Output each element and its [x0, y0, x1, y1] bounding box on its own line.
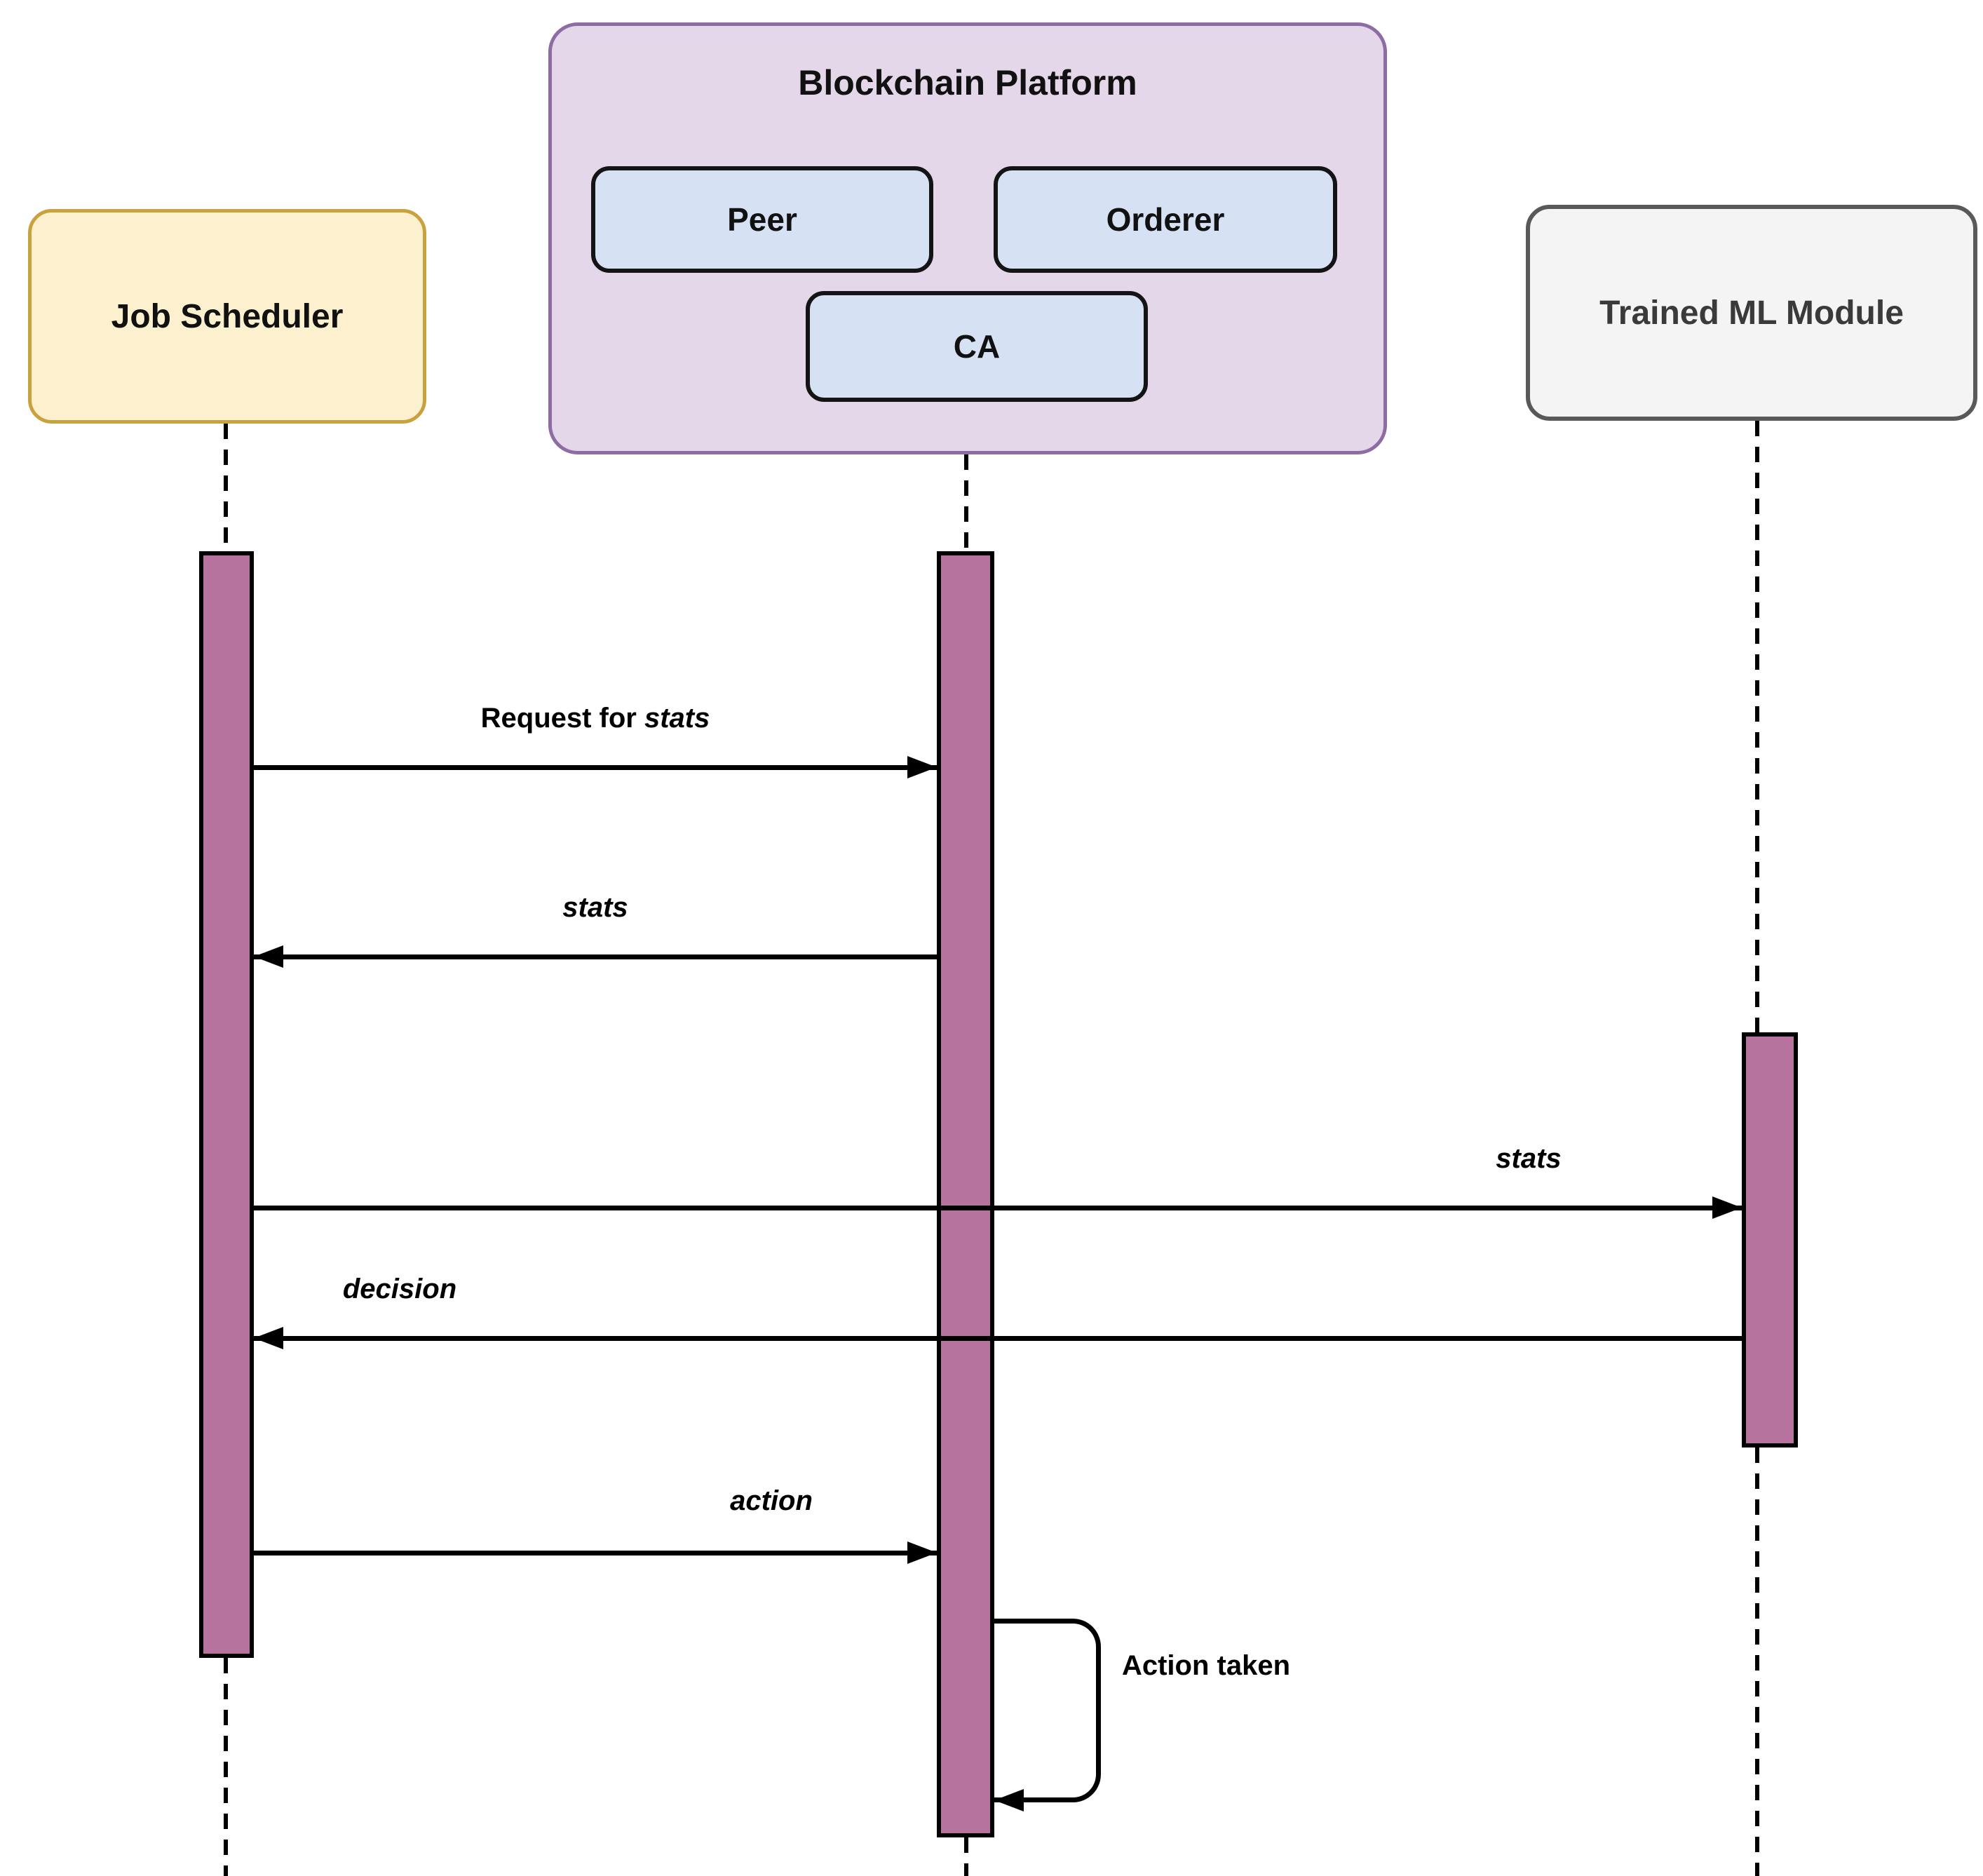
arrowhead-left-icon [254, 1327, 283, 1349]
activation-bar-job-scheduler [199, 551, 254, 1658]
component-label: Orderer [1106, 201, 1225, 238]
message-line-decision [254, 1336, 1742, 1341]
message-label-decision: decision [342, 1274, 457, 1304]
lifeline-blockchain-platform [964, 1837, 968, 1876]
participant-job-scheduler: Job Scheduler [28, 209, 426, 424]
arrowhead-left-icon [254, 945, 283, 968]
component-peer: Peer [591, 166, 933, 273]
component-label: Peer [727, 201, 797, 238]
lifeline-job-scheduler [224, 1658, 228, 1876]
activation-bar-blockchain-platform [937, 551, 994, 1837]
message-line-stats-return [254, 954, 937, 959]
message-label-term: stats [644, 703, 710, 734]
participant-trained-ml-module: Trained ML Module [1526, 205, 1977, 421]
message-label-action: action [730, 1485, 813, 1516]
message-label-action-taken: Action taken [1121, 1650, 1291, 1681]
arrowhead-right-icon [907, 756, 937, 778]
activation-bar-trained-ml-module [1742, 1032, 1798, 1448]
message-line-request-for-stats [254, 765, 937, 770]
lifeline-job-scheduler [224, 424, 228, 551]
lifeline-blockchain-platform [964, 454, 968, 551]
message-label-request-for-stats: Request for stats [254, 700, 937, 736]
message-label-stats-return: stats [562, 892, 628, 923]
arrowhead-right-icon [907, 1541, 937, 1564]
participant-label: Job Scheduler [111, 297, 344, 335]
arrowhead-left-icon [994, 1789, 1024, 1811]
arrowhead-right-icon [1712, 1196, 1742, 1219]
lifeline-trained-ml-module [1755, 421, 1759, 1032]
component-label: CA [953, 328, 1001, 365]
message-label-prefix: Request for [480, 703, 644, 734]
component-ca: CA [806, 291, 1148, 402]
participant-label: Blockchain Platform [798, 63, 1137, 102]
participant-label: Trained ML Module [1599, 294, 1904, 332]
message-line-stats-to-ml [254, 1206, 1742, 1210]
lifeline-trained-ml-module [1755, 1448, 1759, 1876]
self-message-loop [994, 1619, 1101, 1802]
participant-blockchain-platform: Blockchain Platform Peer Orderer CA [548, 22, 1387, 454]
message-label-stats-to-ml: stats [1496, 1143, 1562, 1174]
message-line-action [254, 1551, 937, 1556]
component-orderer: Orderer [994, 166, 1337, 273]
